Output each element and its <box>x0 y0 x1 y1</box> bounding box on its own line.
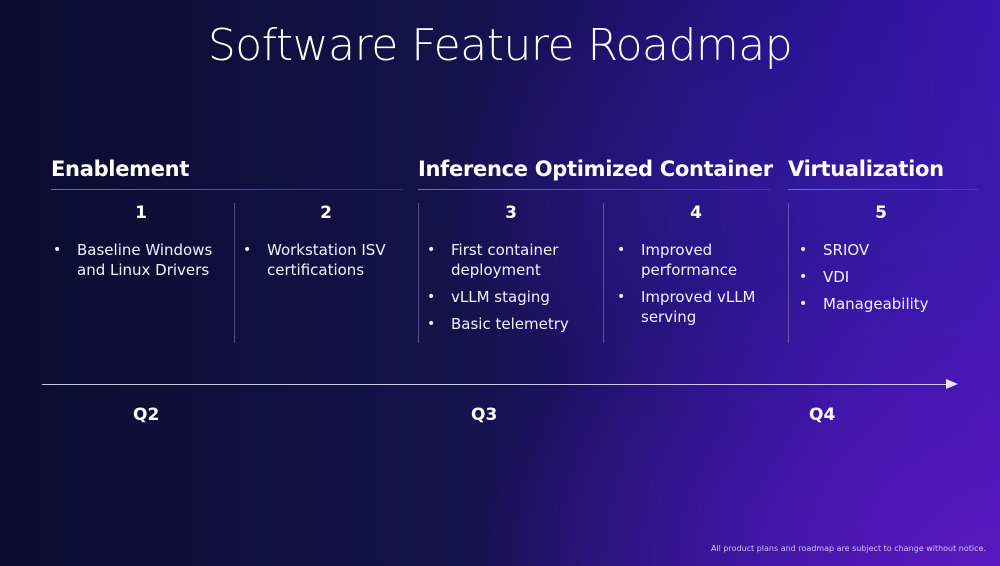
list-item: Baseline Windows and Linux Drivers <box>51 240 231 280</box>
section-label-inference: Inference Optimized Container <box>418 157 773 181</box>
column-number: 2 <box>320 203 332 223</box>
list-item: Improved performance <box>615 240 785 280</box>
quarter-label-q3: Q3 <box>471 405 498 425</box>
column-divider <box>418 203 419 343</box>
column-divider <box>603 203 604 343</box>
section-rule-inference <box>418 189 770 190</box>
section-label-enablement: Enablement <box>51 157 190 181</box>
column-items: First container deployment vLLM staging … <box>425 240 597 341</box>
column-number: 5 <box>875 203 887 223</box>
column-items: Improved performance Improved vLLM servi… <box>615 240 785 334</box>
list-item: Manageability <box>797 294 967 314</box>
disclaimer-footnote: All product plans and roadmap are subjec… <box>710 544 986 553</box>
arrow-right-icon <box>946 379 958 389</box>
column-number: 1 <box>135 203 147 223</box>
column-divider <box>234 203 235 343</box>
column-number: 3 <box>505 203 517 223</box>
list-item: VDI <box>797 267 967 287</box>
column-number: 4 <box>690 203 702 223</box>
section-rule-virtualization <box>788 189 978 190</box>
timeline-axis <box>42 384 947 385</box>
column-items: SRIOV VDI Manageability <box>797 240 967 321</box>
quarter-label-q4: Q4 <box>809 405 836 425</box>
list-item: Basic telemetry <box>425 314 597 334</box>
column-items: Workstation ISV certifications <box>241 240 411 287</box>
list-item: vLLM staging <box>425 287 597 307</box>
column-items: Baseline Windows and Linux Drivers <box>51 240 231 287</box>
list-item: First container deployment <box>425 240 597 280</box>
section-rule-enablement <box>51 189 403 190</box>
quarter-label-q2: Q2 <box>133 405 160 425</box>
list-item: Workstation ISV certifications <box>241 240 411 280</box>
section-label-virtualization: Virtualization <box>788 157 944 181</box>
list-item: SRIOV <box>797 240 967 260</box>
column-divider <box>788 203 789 343</box>
list-item: Improved vLLM serving <box>615 287 785 327</box>
slide-title: Software Feature Roadmap <box>207 20 793 71</box>
